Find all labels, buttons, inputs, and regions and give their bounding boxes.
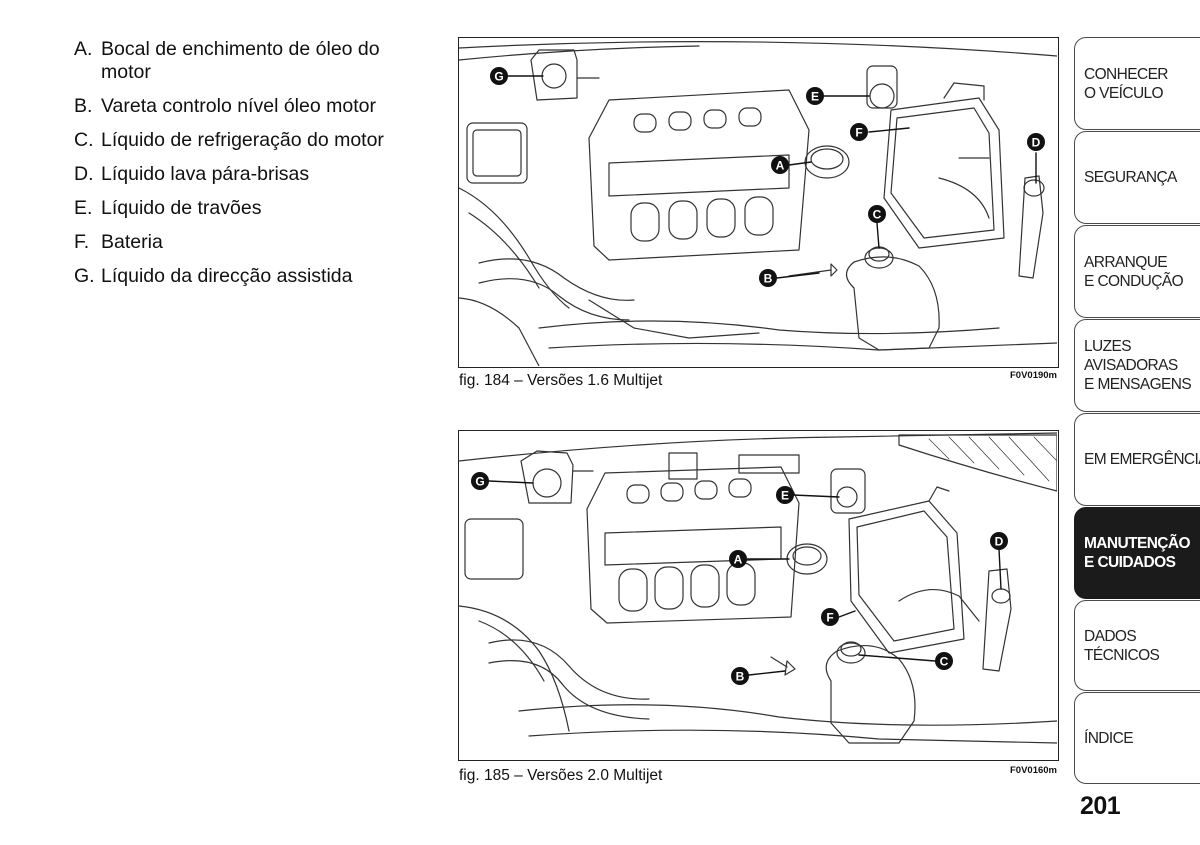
legend-key: G. xyxy=(74,265,95,287)
marker-label: B xyxy=(736,670,745,684)
marker-d: D xyxy=(990,532,1008,550)
legend-text: Bateria xyxy=(101,231,163,253)
legend-item: A. Bocal de enchimento de óleo do motor xyxy=(74,38,404,84)
figure-caption-184: fig. 184 – Versões 1.6 Multijet xyxy=(459,372,663,389)
figure-code-184: F0V0190m xyxy=(1010,370,1058,381)
marker-d: D xyxy=(1027,133,1045,151)
marker-c: C xyxy=(868,205,886,223)
marker-f: F xyxy=(821,608,839,626)
figure-code-185: F0V0160m xyxy=(1010,765,1058,776)
legend-item: D. Líquido lava pára-brisas xyxy=(74,163,404,186)
marker-label: F xyxy=(826,611,833,625)
legend-key: B. xyxy=(74,95,93,117)
legend-key: C. xyxy=(74,129,94,151)
tab-luzes-avisadoras[interactable]: LUZES AVISADORAS E MENSAGENS xyxy=(1074,319,1200,412)
legend-item: B. Vareta controlo nível óleo motor xyxy=(74,95,404,118)
tab-dados-tecnicos[interactable]: DADOS TÉCNICOS xyxy=(1074,600,1200,691)
marker-g: G xyxy=(490,67,508,85)
marker-label: E xyxy=(811,90,819,104)
marker-e: E xyxy=(776,486,794,504)
legend-item: C. Líquido de refrigeração do motor xyxy=(74,129,404,152)
marker-label: A xyxy=(734,553,743,567)
tab-indice[interactable]: ÍNDICE xyxy=(1074,692,1200,784)
legend-text: Líquido de refrigeração do motor xyxy=(101,129,384,151)
legend-text: Líquido lava pára-brisas xyxy=(101,163,310,185)
marker-a: A xyxy=(729,550,747,568)
marker-label: F xyxy=(855,126,862,140)
marker-label: C xyxy=(940,655,949,669)
tab-seguranca[interactable]: SEGURANÇA xyxy=(1074,131,1200,224)
legend-text: Bocal de enchimento de óleo do motor xyxy=(101,38,380,83)
marker-label: D xyxy=(1032,136,1041,150)
marker-label: B xyxy=(764,272,773,286)
figure-caption-185: fig. 185 – Versões 2.0 Multijet xyxy=(459,767,663,784)
marker-label: E xyxy=(781,489,789,503)
marker-label: G xyxy=(494,70,503,84)
engine-illustration-2-0: G E A D F C B xyxy=(459,432,1057,744)
legend-list: A. Bocal de enchimento de óleo do motor B… xyxy=(74,38,404,299)
chapter-tabs: CONHECER O VEÍCULO SEGURANÇA ARRANQUE E … xyxy=(1074,37,1200,785)
legend-key: D. xyxy=(74,163,94,185)
marker-c: C xyxy=(935,652,953,670)
legend-key: E. xyxy=(74,197,93,219)
marker-label: G xyxy=(475,475,484,489)
legend-text: Líquido da direcção assistida xyxy=(101,265,353,287)
engine-bay-figure-1-6: G E F A D C B xyxy=(458,37,1059,368)
marker-a: A xyxy=(771,156,789,174)
tab-arranque-e-conducao[interactable]: ARRANQUE E CONDUÇÃO xyxy=(1074,225,1200,318)
legend-text: Líquido de travões xyxy=(101,197,262,219)
marker-label: D xyxy=(995,535,1004,549)
marker-b: B xyxy=(731,667,749,685)
engine-bay-figure-2-0: G E A D F C B xyxy=(458,430,1059,761)
legend-item: E. Líquido de travões xyxy=(74,197,404,220)
marker-b: B xyxy=(759,269,777,287)
tab-em-emergencia[interactable]: EM EMERGÊNCIA xyxy=(1074,413,1200,506)
legend-key: A. xyxy=(74,38,93,60)
legend-text: Vareta controlo nível óleo motor xyxy=(101,95,376,117)
engine-illustration-1-6: G E F A D C B xyxy=(459,41,1057,366)
tab-manutencao-e-cuidados[interactable]: MANUTENÇÃO E CUIDADOS xyxy=(1074,507,1200,599)
legend-item: F. Bateria xyxy=(74,231,404,254)
legend-item: G. Líquido da direcção assistida xyxy=(74,265,404,288)
marker-label: C xyxy=(873,208,882,222)
marker-f: F xyxy=(850,123,868,141)
marker-g: G xyxy=(471,472,489,490)
marker-e: E xyxy=(806,87,824,105)
page-number: 201 xyxy=(1080,792,1121,820)
marker-label: A xyxy=(776,159,785,173)
legend-key: F. xyxy=(74,231,90,253)
tab-conhecer-o-veiculo[interactable]: CONHECER O VEÍCULO xyxy=(1074,37,1200,130)
